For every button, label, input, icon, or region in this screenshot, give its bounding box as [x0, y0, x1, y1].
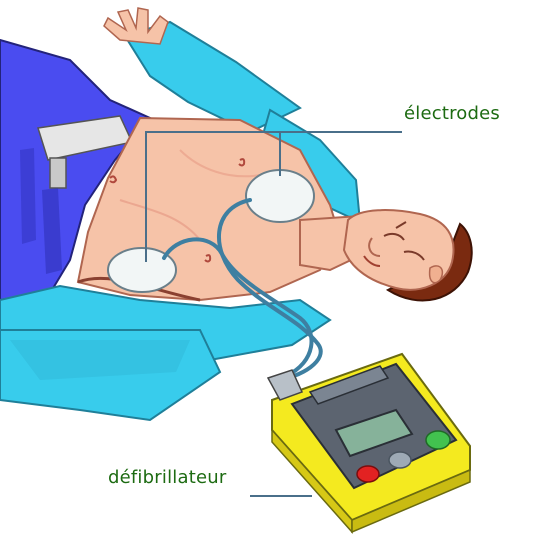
defibrillator-device	[268, 354, 470, 532]
defibrillator-label: défibrillateur	[108, 467, 226, 488]
patient-head	[300, 210, 472, 300]
electrodes-label: électrodes	[404, 103, 500, 124]
device-button-red	[357, 466, 379, 482]
device-button-grey	[389, 452, 411, 468]
electrode-pad-upper	[246, 170, 314, 222]
device-button-green	[426, 431, 450, 449]
